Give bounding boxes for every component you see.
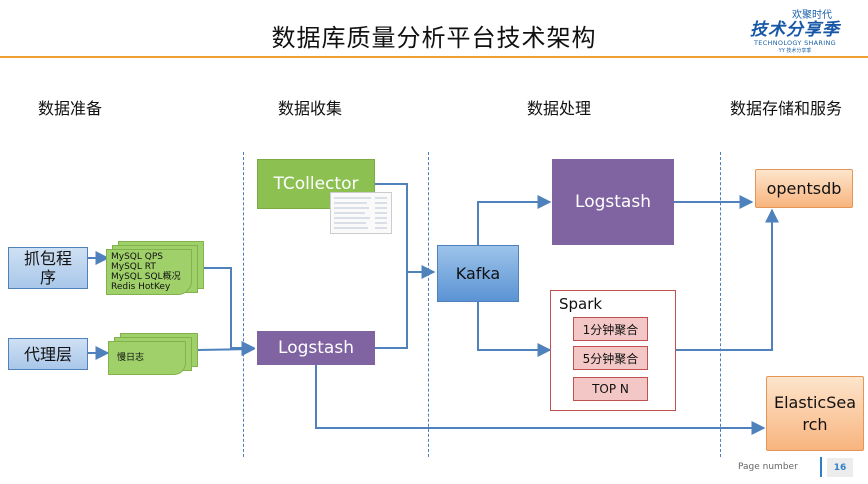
- page-number: 16: [827, 458, 853, 477]
- arrow-logstash-to-elasticsearch: [315, 365, 766, 435]
- proxy-layer-label: 代理层: [23, 344, 72, 364]
- kafka-box[interactable]: Kafka: [437, 245, 519, 302]
- opentsdb-box[interactable]: opentsdb: [755, 169, 853, 208]
- logo-top-text: 欢聚时代: [792, 10, 832, 21]
- spark-item-1min-aggregate[interactable]: 1分钟聚合: [573, 317, 648, 341]
- capture-program-box[interactable]: 抓包程序: [8, 247, 88, 289]
- collector-logstash-box[interactable]: Logstash: [257, 331, 375, 365]
- column-separator: [720, 152, 721, 457]
- logo-sub-text: TECHNOLOGY SHARING: [754, 39, 836, 47]
- metric-item: MySQL SQL概况: [111, 272, 181, 282]
- column-header-process: 数据处理: [527, 99, 592, 118]
- capture-program-label: 抓包程序: [23, 249, 72, 287]
- arrow-logstash-to-kafka: [375, 272, 408, 349]
- metric-item: MySQL RT: [111, 262, 156, 272]
- page-title: 数据库质量分析平台技术架构: [271, 24, 597, 52]
- arrow-kafka-to-spark: [477, 302, 552, 357]
- column-header-collect: 数据收集: [278, 99, 343, 118]
- spark-title: Spark: [559, 295, 603, 313]
- column-header-prep: 数据准备: [38, 99, 103, 118]
- spark-box[interactable]: Spark 1分钟聚合 5分钟聚合 TOP N: [550, 290, 676, 411]
- logo-tiny-text: YY 技术分享季: [778, 48, 812, 54]
- tcollector-label: TCollector: [273, 174, 359, 194]
- opentsdb-label: opentsdb: [766, 178, 842, 198]
- elasticsearch-label: ElasticSearch: [774, 392, 857, 434]
- spark-item-label: 1分钟聚合: [582, 322, 639, 337]
- metric-item: MySQL QPS: [111, 252, 163, 262]
- column-separator: [428, 152, 429, 457]
- logo-main-text: 技术分享季: [750, 20, 840, 40]
- spark-item-5min-aggregate[interactable]: 5分钟聚合: [573, 346, 648, 370]
- spark-item-label: 5分钟聚合: [582, 351, 639, 366]
- processing-logstash-box[interactable]: Logstash: [552, 159, 674, 245]
- arrow-kafka-to-logstash: [477, 195, 552, 245]
- metrics-note: MySQL QPS MySQL RT MySQL SQL概况 Redis Hot…: [106, 249, 192, 295]
- tcollector-screenshot-thumbnail: [330, 192, 392, 234]
- slowlog-note: 慢日志: [108, 341, 186, 375]
- arrow-slowlog-to-logstash: [197, 342, 256, 357]
- spark-item-label: TOP N: [592, 382, 629, 396]
- processing-logstash-label: Logstash: [575, 192, 651, 212]
- metric-item: Redis HotKey: [111, 282, 171, 292]
- spark-item-top-n[interactable]: TOP N: [573, 377, 648, 401]
- thumbnail-lines: [334, 197, 387, 229]
- brand-logo: 欢聚时代 技术分享季 TECHNOLOGY SHARING YY 技术分享季: [740, 6, 850, 54]
- collector-logstash-label: Logstash: [278, 338, 354, 358]
- page-number-label: Page number: [738, 462, 798, 472]
- page-number-accent: [820, 457, 822, 477]
- column-header-storage: 数据存储和服务: [730, 99, 843, 118]
- header-divider: [0, 56, 868, 58]
- kafka-label: Kafka: [455, 264, 501, 283]
- arrow-spark-to-opentsdb: [676, 208, 779, 351]
- proxy-layer-box[interactable]: 代理层: [8, 338, 88, 370]
- elasticsearch-box[interactable]: ElasticSearch: [766, 376, 864, 451]
- column-separator: [243, 152, 244, 457]
- arrow-metrics-to-logstash: [204, 267, 256, 355]
- slowlog-label: 慢日志: [117, 353, 145, 363]
